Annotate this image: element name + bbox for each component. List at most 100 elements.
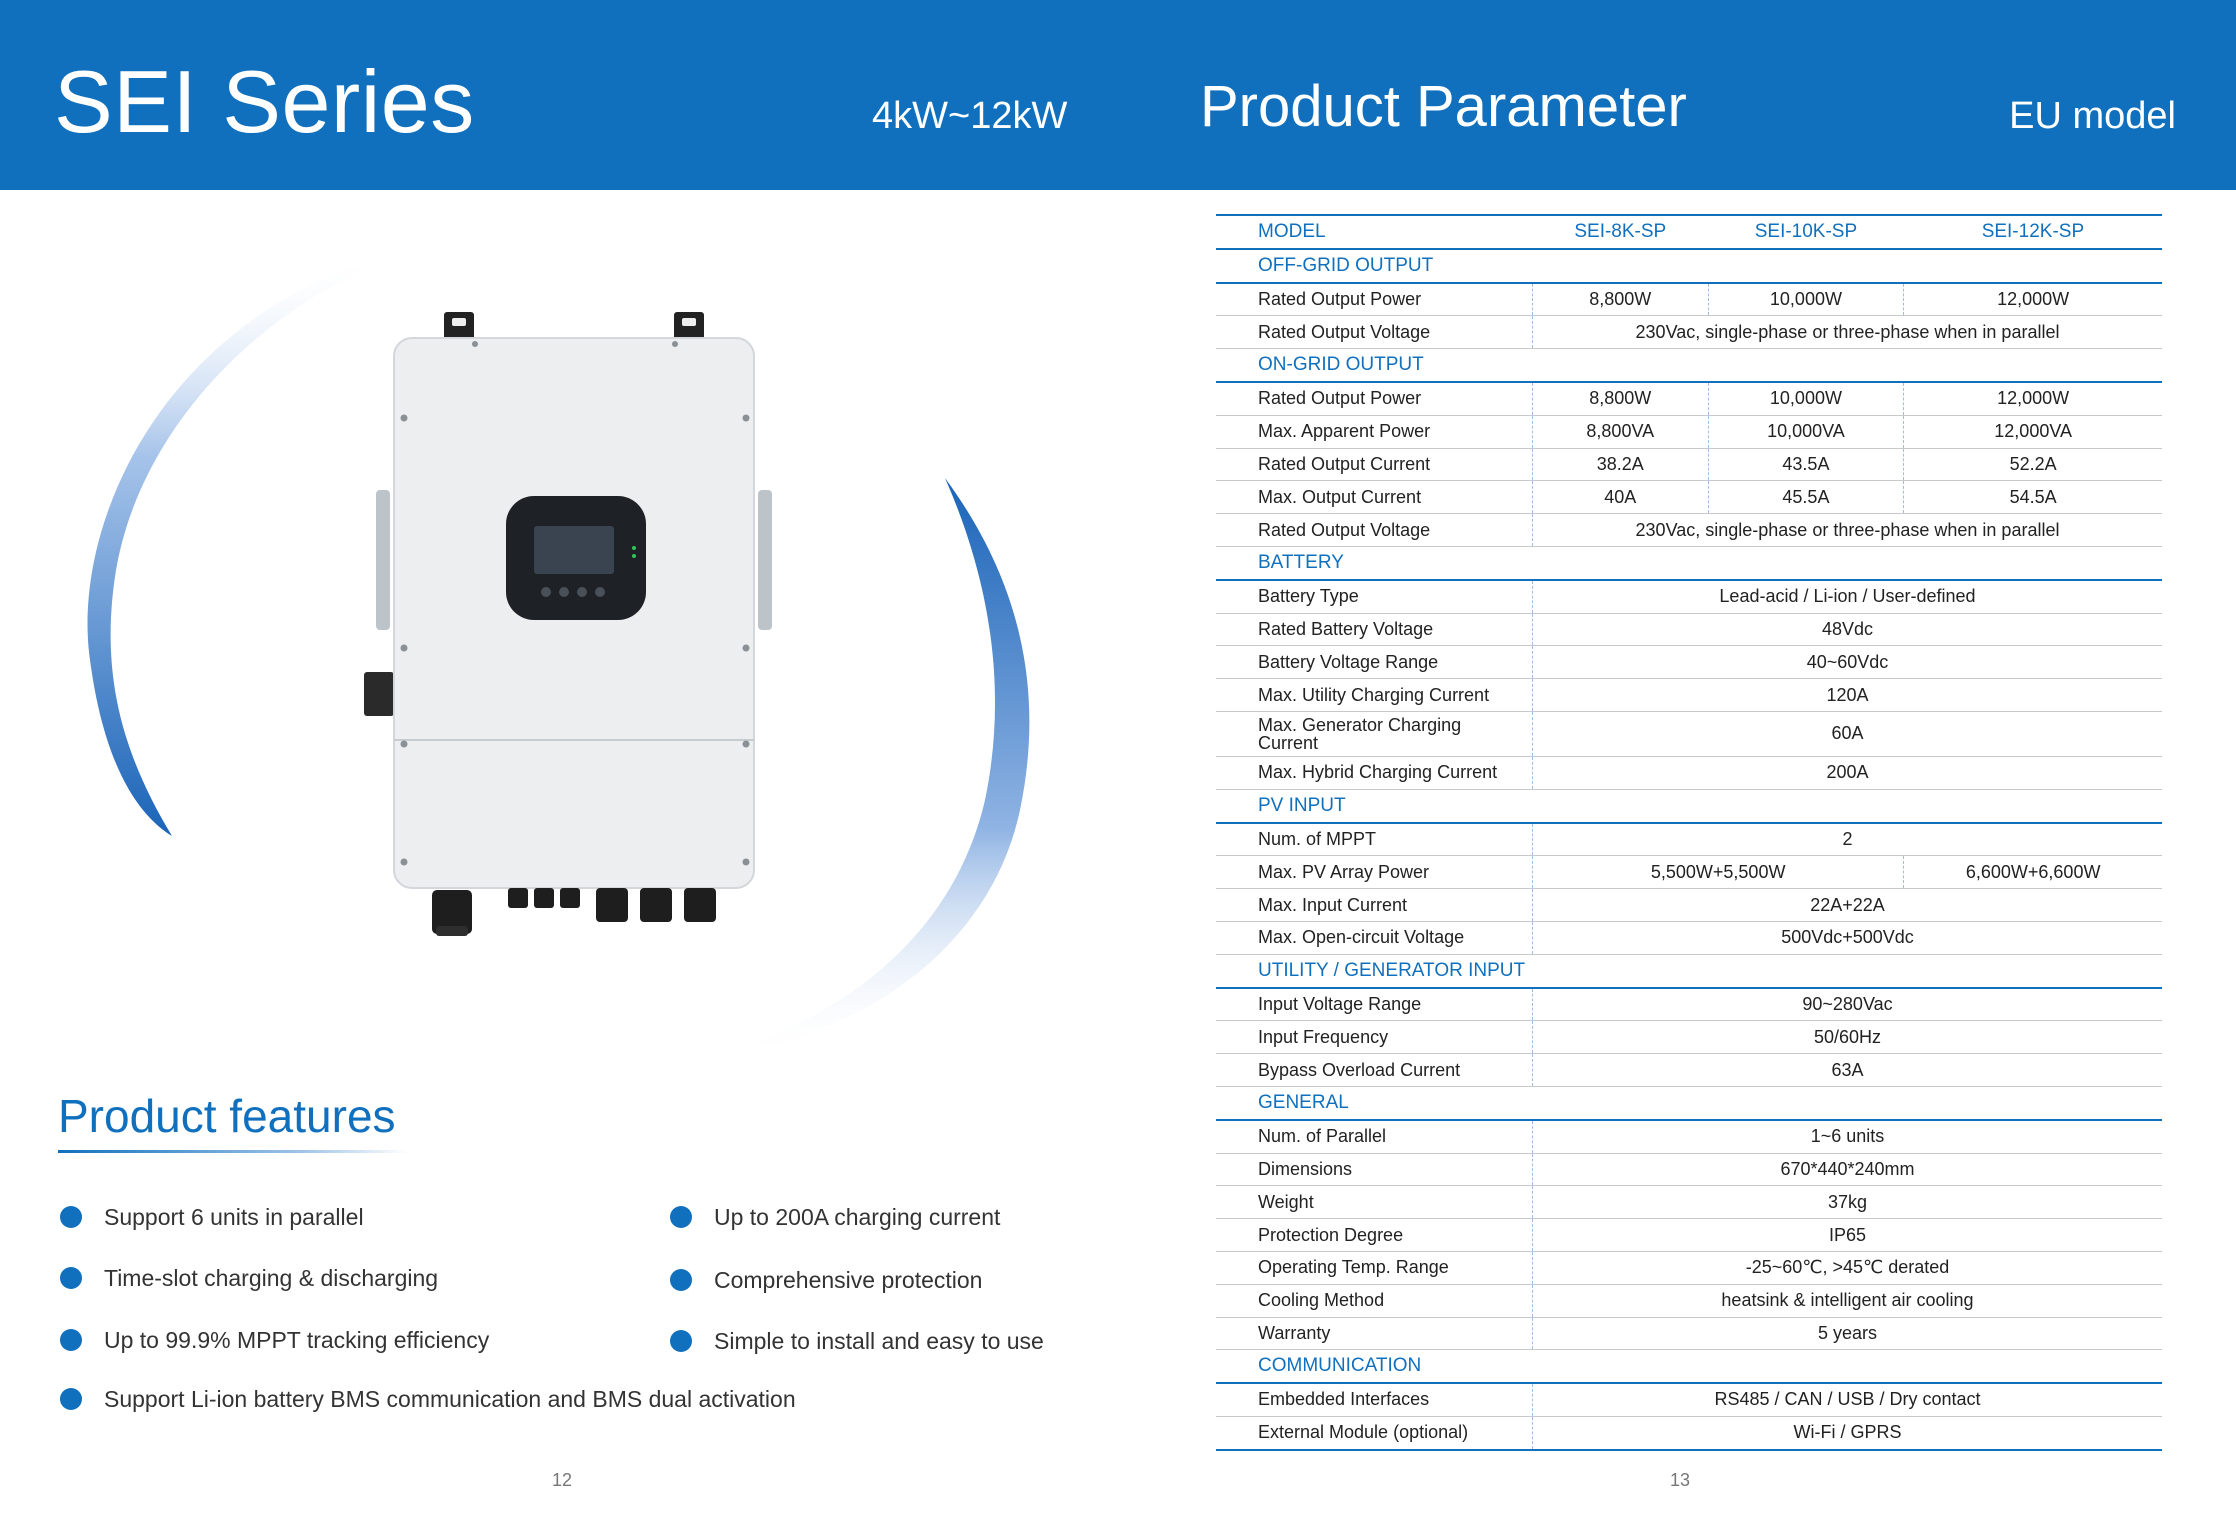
- row-label: Protection Degree: [1216, 1218, 1533, 1252]
- row-label: External Module (optional): [1216, 1416, 1533, 1451]
- model-label: MODEL: [1216, 214, 1533, 250]
- section-row: PV INPUT: [1216, 789, 2162, 824]
- bullet-dot-icon: [60, 1329, 82, 1351]
- feature-text: Time-slot charging & discharging: [104, 1265, 439, 1291]
- table-row: Cooling Method heatsink & intelligent ai…: [1216, 1284, 2162, 1318]
- row-label: Rated Output Voltage: [1216, 513, 1533, 547]
- row-label: Max. Generator Charging Current: [1216, 711, 1533, 757]
- cell-value: heatsink & intelligent air cooling: [1532, 1284, 2162, 1318]
- feature-text: Comprehensive protection: [714, 1267, 983, 1293]
- row-label: Rated Output Power: [1216, 282, 1533, 317]
- table-row: Max. Output Current 40A 45.5A 54.5A: [1216, 480, 2162, 515]
- cell-value: 10,000W: [1707, 381, 1904, 416]
- model-name: SEI-12K-SP: [1903, 214, 2162, 250]
- table-row: Rated Battery Voltage 48Vdc: [1216, 613, 2162, 647]
- row-label: Rated Battery Voltage: [1216, 613, 1533, 647]
- series-title: SEI Series: [54, 52, 475, 151]
- row-label: Max. Open-circuit Voltage: [1216, 921, 1533, 955]
- table-row: Battery Voltage Range 40~60Vdc: [1216, 645, 2162, 680]
- model-region: EU model: [2009, 95, 2176, 137]
- model-name: SEI-8K-SP: [1532, 214, 1709, 250]
- bullet-dot-icon: [60, 1388, 82, 1410]
- feature-text: Support Li-ion battery BMS communication…: [104, 1386, 796, 1412]
- spec-table: MODEL SEI-8K-SP SEI-10K-SP SEI-12K-SP OF…: [1216, 214, 2162, 1451]
- table-row: Input Voltage Range 90~280Vac: [1216, 987, 2162, 1022]
- table-row: Max. Open-circuit Voltage 500Vdc+500Vdc: [1216, 921, 2162, 955]
- section-title: PV INPUT: [1216, 789, 2162, 824]
- bullet-dot-icon: [670, 1330, 692, 1352]
- section-title: OFF-GRID OUTPUT: [1216, 248, 2162, 284]
- row-label: Max. Hybrid Charging Current: [1216, 756, 1533, 790]
- cell-value: 43.5A: [1707, 448, 1904, 482]
- section-title: COMMUNICATION: [1216, 1349, 2162, 1385]
- cell-value: 37kg: [1532, 1185, 2162, 1220]
- cell-value: 120A: [1532, 678, 2162, 712]
- section-row: ON-GRID OUTPUT: [1216, 348, 2162, 383]
- row-label: Num. of MPPT: [1216, 822, 1533, 857]
- cell-value: -25~60℃, >45℃ derated: [1532, 1251, 2162, 1285]
- row-label: Input Frequency: [1216, 1020, 1533, 1055]
- cell-value: 52.2A: [1903, 448, 2162, 482]
- table-row: Max. Generator Charging Current 60A: [1216, 711, 2162, 757]
- row-label: Max. Utility Charging Current: [1216, 678, 1533, 712]
- inverter-product-image: [364, 312, 772, 936]
- cell-value: 48Vdc: [1532, 613, 2162, 647]
- table-row: External Module (optional) Wi-Fi / GPRS: [1216, 1416, 2162, 1451]
- cell-value: 60A: [1532, 711, 2162, 757]
- section-row: COMMUNICATION: [1216, 1349, 2162, 1385]
- cell-value: 500Vdc+500Vdc: [1532, 921, 2162, 955]
- cell-value: 1~6 units: [1532, 1119, 2162, 1154]
- table-row: Battery Type Lead-acid / Li-ion / User-d…: [1216, 579, 2162, 614]
- bullet-dot-icon: [60, 1267, 82, 1289]
- section-title: ON-GRID OUTPUT: [1216, 348, 2162, 383]
- cell-value: 22A+22A: [1532, 888, 2162, 922]
- table-row: Rated Output Power 8,800W 10,000W 12,000…: [1216, 282, 2162, 317]
- cell-value: 12,000W: [1903, 282, 2162, 317]
- cell-value: RS485 / CAN / USB / Dry contact: [1532, 1383, 2162, 1417]
- features-underline: [58, 1150, 408, 1153]
- cell-value: IP65: [1532, 1218, 2162, 1252]
- section-title: GENERAL: [1216, 1086, 2162, 1121]
- cell-value: 670*440*240mm: [1532, 1153, 2162, 1187]
- decorative-arc: [87, 248, 1030, 1060]
- feature-text: Up to 99.9% MPPT tracking efficiency: [104, 1327, 490, 1353]
- table-row: Num. of Parallel 1~6 units: [1216, 1119, 2162, 1154]
- section-row: GENERAL: [1216, 1086, 2162, 1121]
- row-label: Bypass Overload Current: [1216, 1053, 1533, 1087]
- row-label: Max. Input Current: [1216, 888, 1533, 922]
- table-row: Input Frequency 50/60Hz: [1216, 1020, 2162, 1055]
- feature-text: Up to 200A charging current: [714, 1204, 1001, 1230]
- table-row: Rated Output Voltage 230Vac, single-phas…: [1216, 513, 2162, 547]
- table-row: Max. PV Array Power 5,500W+5,500W 6,600W…: [1216, 855, 2162, 890]
- cell-value: 40A: [1532, 480, 1709, 515]
- table-row: Bypass Overload Current 63A: [1216, 1053, 2162, 1087]
- bullet-dot-icon: [670, 1269, 692, 1291]
- cell-value: 45.5A: [1707, 480, 1904, 515]
- table-row: Dimensions 670*440*240mm: [1216, 1153, 2162, 1187]
- cell-value: 6,600W+6,600W: [1903, 855, 2162, 890]
- row-label-line: Current: [1258, 732, 1319, 753]
- model-name: SEI-10K-SP: [1708, 214, 1904, 250]
- table-header-row: MODEL SEI-8K-SP SEI-10K-SP SEI-12K-SP: [1216, 214, 2162, 250]
- bullet-dot-icon: [670, 1206, 692, 1228]
- cell-value: 2: [1532, 822, 2162, 857]
- row-label: Embedded Interfaces: [1216, 1383, 1533, 1417]
- section-title: Product Parameter: [1200, 74, 1687, 139]
- table-row: Operating Temp. Range -25~60℃, >45℃ dera…: [1216, 1251, 2162, 1285]
- section-row: UTILITY / GENERATOR INPUT: [1216, 954, 2162, 989]
- table-row: Rated Output Current 38.2A 43.5A 52.2A: [1216, 448, 2162, 482]
- feature-text: Simple to install and easy to use: [714, 1328, 1044, 1354]
- table-row: Rated Output Voltage 230Vac, single-phas…: [1216, 315, 2162, 350]
- cell-value: Lead-acid / Li-ion / User-defined: [1532, 579, 2162, 614]
- cell-value: 8,800W: [1532, 381, 1709, 416]
- row-label: Warranty: [1216, 1317, 1533, 1351]
- cell-value: 10,000W: [1707, 282, 1904, 317]
- cell-value: 8,800W: [1532, 282, 1709, 317]
- header-banner: SEI Series 4kW~12kW Product Parameter EU…: [0, 0, 2236, 190]
- table-row: Weight 37kg: [1216, 1185, 2162, 1220]
- table-row: Max. Input Current 22A+22A: [1216, 888, 2162, 922]
- row-label: Max. Apparent Power: [1216, 415, 1533, 449]
- section-row: BATTERY: [1216, 546, 2162, 581]
- bullet-dot-icon: [60, 1206, 82, 1228]
- cell-value: 38.2A: [1532, 448, 1709, 482]
